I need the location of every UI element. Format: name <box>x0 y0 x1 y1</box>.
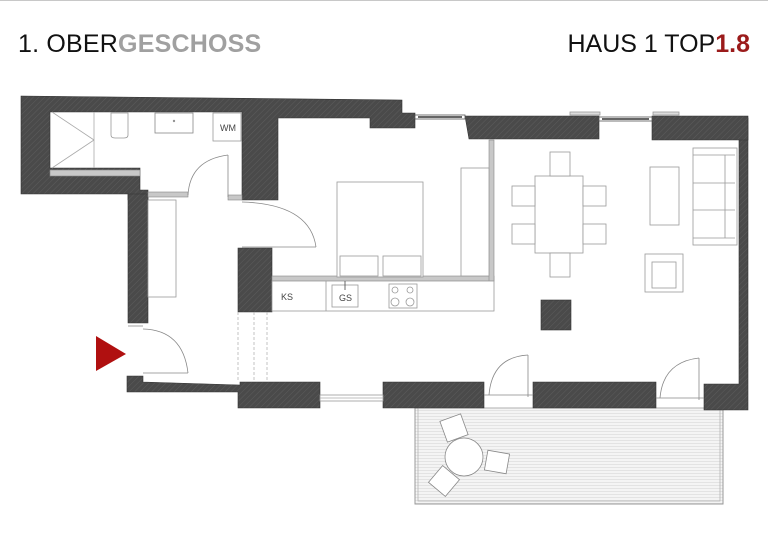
wardrobe <box>460 167 490 277</box>
hallway-wardrobe <box>147 199 177 298</box>
washing-machine <box>212 112 242 142</box>
floor-title-prefix: 1. OBER <box>18 30 119 58</box>
unit-title-prefix: HAUS 1 TOP <box>567 30 716 58</box>
bedroom-door[interactable] <box>241 201 317 248</box>
balcony-furniture <box>427 413 511 498</box>
washing-machine-label: WM <box>220 123 236 133</box>
unit-title: HAUS 1 TOP1.8 <box>567 30 750 59</box>
toilet-icon <box>110 112 129 139</box>
kitchen <box>271 280 495 312</box>
top-divider <box>0 0 768 1</box>
balcony-door-left[interactable] <box>484 354 533 397</box>
floor-title: 1. OBERGESCHOSS <box>18 30 261 59</box>
living-area <box>644 147 738 293</box>
sofa <box>692 147 738 246</box>
unit-number: 1.8 <box>715 30 750 58</box>
windows <box>319 111 680 402</box>
balcony-door-right[interactable] <box>656 357 704 400</box>
sink-icon <box>154 112 194 134</box>
shower-tray <box>51 111 95 141</box>
bathroom <box>51 111 242 169</box>
entrance-arrow-icon <box>96 336 126 371</box>
bedroom <box>336 167 490 278</box>
round-table <box>444 437 484 477</box>
entry-door[interactable] <box>128 325 189 374</box>
coffee-table <box>649 166 680 226</box>
fridge-label: KS <box>281 292 293 302</box>
floor-title-accent: GESCHOSS <box>118 30 262 58</box>
bathroom-door[interactable] <box>187 154 229 197</box>
passage-lines <box>237 312 268 382</box>
dining-table <box>511 151 607 278</box>
dishwasher-label: GS <box>339 293 352 303</box>
